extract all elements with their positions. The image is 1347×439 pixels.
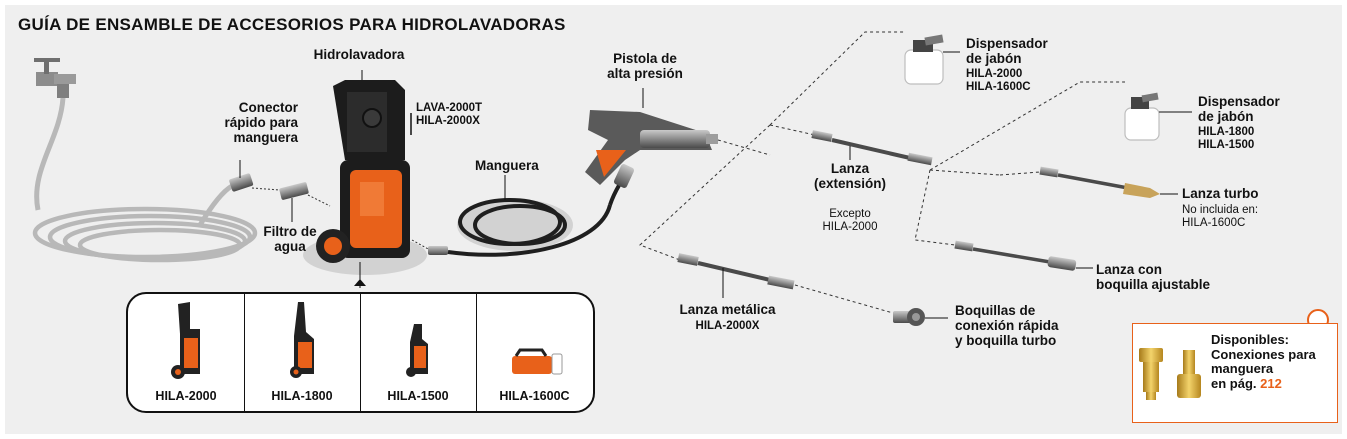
- label-conector: Conector rápido para manguera: [224, 100, 298, 146]
- model-cell-hila-1500: HILA-1500: [360, 294, 477, 411]
- available-fittings-box: Disponibles: Conexiones para manguera en…: [1132, 323, 1338, 423]
- model-image-hila-1800: [290, 302, 314, 378]
- label-dispensador-1: Dispensador de jabón: [966, 36, 1048, 67]
- model-label: HILA-1500: [387, 389, 449, 403]
- label-boquillas: Boquillas de conexión rápida y boquilla …: [955, 303, 1059, 349]
- model-label: HILA-2000: [155, 389, 217, 403]
- model-image-hila-1600c: [512, 348, 563, 375]
- model-cell-hila-1800: HILA-1800: [244, 294, 361, 411]
- connection-lines: [639, 31, 1125, 316]
- label-lanza-ajustable: Lanza con boquilla ajustable: [1096, 262, 1211, 293]
- quick-connector: [229, 160, 254, 192]
- garden-hose: [32, 97, 258, 263]
- available-text: Disponibles: Conexiones para manguera en…: [1211, 332, 1316, 392]
- soap-dispenser-1: [904, 34, 960, 85]
- model-cell-hila-2000: HILA-2000: [128, 294, 245, 411]
- model-image-hila-1500: [406, 324, 428, 377]
- water-filter: [279, 182, 309, 222]
- label-hidrolavadora: Hidrolavadora: [313, 47, 405, 62]
- available-label: Disponibles: Conexiones para manguera en…: [1211, 332, 1316, 392]
- metal-lance: [677, 253, 795, 298]
- pressure-washer: [316, 80, 410, 288]
- label-lanza-metalica-model: HILA-2000X: [695, 320, 760, 332]
- label-lanza-extension: Lanza (extensión): [813, 161, 886, 192]
- extension-lance: [811, 130, 933, 166]
- model-comparison-box: HILA-2000 HILA-1800 HILA-1500 HILA-1600C: [126, 292, 595, 413]
- model-cell-hila-1600c: HILA-1600C: [476, 294, 593, 411]
- label-manguera: Manguera: [475, 158, 539, 173]
- nozzles: [893, 308, 948, 326]
- page-title: GUÍA DE ENSAMBLE DE ACCESORIOS PARA HIDR…: [18, 15, 566, 34]
- spray-gun: [585, 88, 718, 188]
- label-dispensador-1-models: HILA-2000 HILA-1600C: [966, 68, 1031, 93]
- hose-fitting: [428, 246, 448, 255]
- label-lanza-metalica: Lanza metálica: [679, 302, 776, 317]
- model-label: HILA-1600C: [499, 389, 570, 403]
- turbo-lance: [1039, 166, 1178, 198]
- soap-dispenser-2: [1124, 92, 1192, 141]
- faucet-icon: [34, 58, 76, 98]
- brass-fittings-image: [1139, 348, 1201, 400]
- adjustable-lance: [954, 240, 1093, 271]
- label-lanza-turbo-note: No incluida en: HILA-1600C: [1182, 204, 1259, 229]
- label-pistola: Pistola de alta presión: [607, 51, 683, 82]
- label-filtro: Filtro de agua: [263, 224, 317, 255]
- label-dispensador-2: Dispensador de jabón: [1198, 94, 1280, 125]
- label-lanza-extension-note: Excepto HILA-2000: [822, 208, 878, 233]
- label-lanza-turbo: Lanza turbo: [1182, 186, 1259, 201]
- model-image-hila-2000: [171, 302, 200, 379]
- label-dispensador-2-models: HILA-1800 HILA-1500: [1198, 126, 1255, 151]
- page-link[interactable]: 212: [1260, 376, 1282, 392]
- label-hidrolavadora-models: LAVA-2000T HILA-2000X: [416, 102, 483, 127]
- model-label: HILA-1800: [271, 389, 333, 403]
